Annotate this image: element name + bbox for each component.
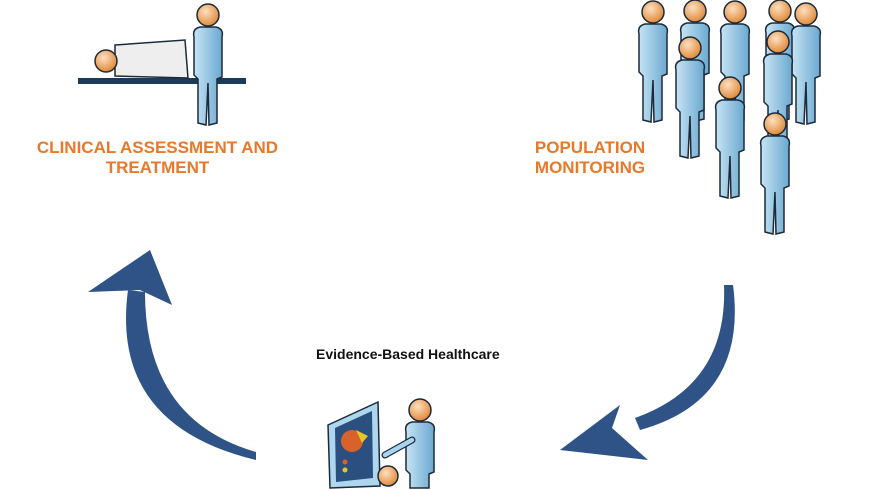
- arrow-evidence-to-clinical: [88, 250, 256, 460]
- bed-icon: [78, 78, 246, 84]
- presentation-illustration: [327, 398, 436, 489]
- clinical-illustration: [78, 3, 246, 126]
- label-line: TREATMENT: [105, 158, 210, 177]
- person-icon: [637, 0, 669, 123]
- chart-board-icon: [327, 400, 381, 489]
- patient-lying-icon: [94, 39, 189, 79]
- label-line: CLINICAL ASSESSMENT AND: [36, 138, 279, 157]
- population-monitoring-label: POPULATION MONITORING: [520, 138, 660, 178]
- arrow-population-to-evidence: [560, 285, 735, 460]
- clinical-assessment-label: CLINICAL ASSESSMENT AND TREATMENT: [15, 138, 300, 178]
- label-line: POPULATION: [534, 138, 646, 157]
- clinician-icon: [192, 3, 224, 126]
- audience-person-icon: [377, 465, 399, 487]
- evidence-based-healthcare-title: Evidence-Based Healthcare: [316, 346, 500, 362]
- label-line: MONITORING: [534, 158, 646, 177]
- population-crowd-icon: [637, 0, 822, 235]
- person-icon: [790, 2, 822, 125]
